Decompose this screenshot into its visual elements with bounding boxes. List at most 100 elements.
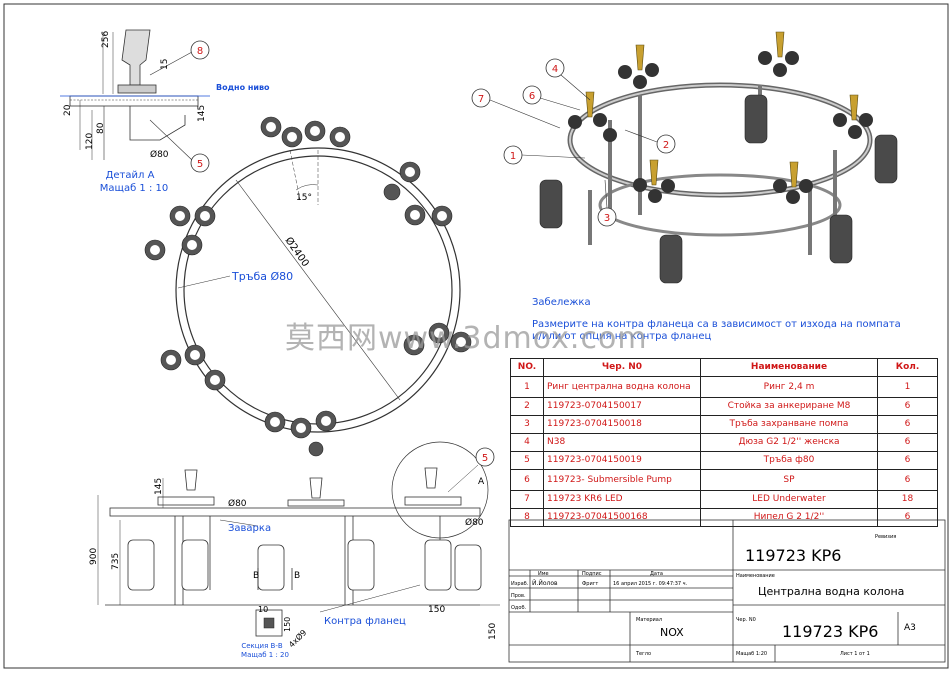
title-block xyxy=(508,519,946,663)
bom-code: 119723-0704150019 xyxy=(543,451,701,470)
scale-label: Мащаб 1:20 xyxy=(736,651,767,657)
weld-label: Заварка xyxy=(228,523,271,534)
iso-balloon-1: 1 xyxy=(510,151,516,162)
front-dim-145: 145 xyxy=(154,478,164,495)
bom-code: N38 xyxy=(543,433,701,452)
bom-qty: 6 xyxy=(877,433,938,452)
iso-balloon-6: 6 xyxy=(529,91,535,102)
watermark: 莫西网www.3dmox.com xyxy=(285,321,648,356)
front-view: 145 Ø80 900 735 Ø80 150 150 Заварка Конт… xyxy=(89,441,500,659)
sheet-label: Лист 1 от 1 xyxy=(840,651,870,657)
iso-leds xyxy=(568,51,873,204)
pump-clusters xyxy=(144,116,472,457)
bom-name: LED Underwater xyxy=(700,490,878,509)
bom-name: SP xyxy=(700,469,878,491)
balloon-5 xyxy=(190,153,210,173)
bom-header-row: NO. Чер. N0 Наименование Кол. xyxy=(510,358,938,377)
bom-qty: 18 xyxy=(877,490,938,509)
table-row: 8 119723-07041500168 Нипел G 2 1/2'' 6 xyxy=(510,508,938,527)
detail-a: 256 15 20 145 120 80 Ø80 Водно ниво 8 5 … xyxy=(60,29,270,194)
section-dim-10: 10 xyxy=(258,605,268,614)
material-label: Материал xyxy=(636,617,662,623)
col-name: Име xyxy=(538,571,549,577)
front-dim-900: 900 xyxy=(89,548,99,565)
bom-no: 3 xyxy=(510,415,544,434)
date: 16 април 2015 г. 09:47:37 ч. xyxy=(613,581,688,587)
bom-qty: 6 xyxy=(877,415,938,434)
note-title: Забележка xyxy=(532,297,591,308)
svg-text:5: 5 xyxy=(197,159,203,170)
bom-qty: 6 xyxy=(877,397,938,416)
diameter-label: Ø2400 xyxy=(283,235,312,269)
detail-a-scale: Мащаб 1 : 10 xyxy=(100,183,168,194)
dim-256: 256 xyxy=(101,31,111,48)
bom-name: Нипел G 2 1/2'' xyxy=(700,508,878,527)
bom-no: 2 xyxy=(510,397,544,416)
title-block-text: Ревизия 119723 KP6 Име Подпис Дата Израб… xyxy=(511,534,916,657)
iso-balloon-3: 3 xyxy=(604,213,610,224)
angle-15: 15° xyxy=(296,193,312,203)
bom-no: 4 xyxy=(510,433,544,452)
section-title: Секция В-В xyxy=(241,642,283,650)
dim-145: 145 xyxy=(197,105,207,122)
bom-code: 119723-0704150018 xyxy=(543,415,701,434)
name-label: Наименование xyxy=(736,573,775,579)
material: NOX xyxy=(660,626,684,639)
drawn-by: Й.Йолов xyxy=(532,580,558,587)
table-row: 3 119723-0704150018 Тръба захранване пом… xyxy=(510,415,938,434)
iso-balloon-4: 4 xyxy=(552,64,558,75)
iso-nozzles xyxy=(585,31,859,188)
row-checked: Пров. xyxy=(511,593,526,599)
row-approved: Одоб. xyxy=(511,605,527,611)
sheet-size: A3 xyxy=(904,623,916,633)
svg-text:5: 5 xyxy=(482,453,488,464)
detail-ref-a: A xyxy=(478,477,485,487)
front-balloon-5 xyxy=(475,447,495,467)
bom-code: Ринг централна водна колона xyxy=(543,376,701,398)
ring-outer xyxy=(175,147,461,433)
bom-name: Тръба ф80 xyxy=(700,451,878,470)
dim-d80: Ø80 xyxy=(150,149,169,160)
bom-qty: 6 xyxy=(877,469,938,491)
table-row: 4 N38 Дюза G2 1/2'' женска 6 xyxy=(510,433,938,452)
bom-header-qty: Кол. xyxy=(877,358,938,377)
section-mark-b-right: B xyxy=(294,571,300,581)
dim-15: 15 xyxy=(160,59,170,70)
table-row: 7 119723 KR6 LED LED Underwater 18 xyxy=(510,490,938,509)
note-line-1: Размерите на контра фланеца са в зависим… xyxy=(532,319,901,330)
front-ring-beam xyxy=(109,507,481,517)
led-ring-plate xyxy=(69,95,199,107)
front-dim-150-vert: 150 xyxy=(488,623,498,640)
section-mark-b-left: B xyxy=(253,571,259,581)
front-dim-150: 150 xyxy=(428,605,445,615)
iso-view: 4 6 7 1 2 3 xyxy=(471,31,898,284)
table-row: 6 119723- Submersible Pump SP 6 xyxy=(510,469,938,491)
table-row: 2 119723-0704150017 Стойка за анкериране… xyxy=(510,397,938,416)
table-row: 5 119723-0704150019 Тръба ф80 6 xyxy=(510,451,938,470)
table-row: 1 Ринг централна водна колона Ринг 2,4 m… xyxy=(510,376,938,398)
dim-120: 120 xyxy=(85,133,95,150)
front-pumps xyxy=(127,539,482,591)
counter-flange-label: Контра фланец xyxy=(324,616,406,627)
doc-number-top: 119723 KP6 xyxy=(745,546,841,565)
drawing-no-label: Чер. N0 xyxy=(736,617,756,623)
bom-no: 6 xyxy=(510,469,544,491)
bom-name: Стойка за анкериране М8 xyxy=(700,397,878,416)
detail-a-callout-circle xyxy=(391,441,489,539)
pipe-label: Тръба Ø80 xyxy=(231,270,293,283)
bom-name: Дюза G2 1/2'' женска xyxy=(700,433,878,452)
balloon-8 xyxy=(190,40,210,60)
signature: Фригт xyxy=(582,581,598,587)
bom-header-code: Чер. N0 xyxy=(543,358,701,377)
nozzle-shape xyxy=(121,29,151,86)
svg-text:8: 8 xyxy=(197,46,203,57)
bom-header-name: Наименование xyxy=(700,358,878,377)
section-scale: Мащаб 1 : 20 xyxy=(241,651,289,659)
bom-name: Тръба захранване помпа xyxy=(700,415,878,434)
sheet-border xyxy=(3,3,949,669)
bom-code: 119723-07041500168 xyxy=(543,508,701,527)
water-level-label: Водно ниво xyxy=(216,83,270,92)
weight-label: Тегло xyxy=(635,651,651,657)
bom-no: 8 xyxy=(510,508,544,527)
